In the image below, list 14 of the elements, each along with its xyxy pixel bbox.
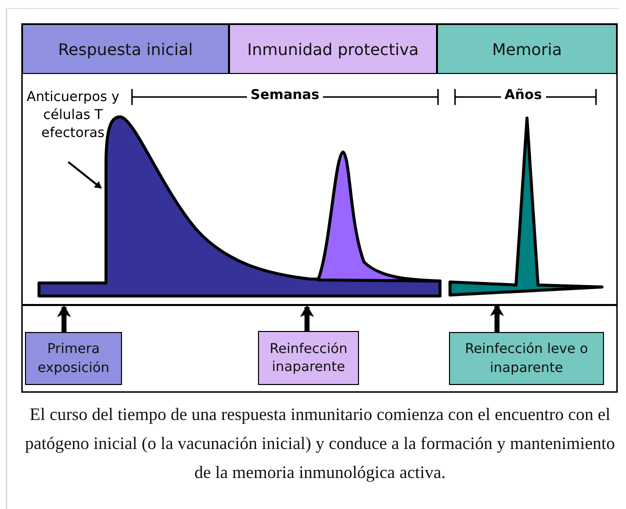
arrow (68, 161, 102, 189)
annotation-text: Anticuerpos y células T efectoras (26, 88, 120, 148)
response-curve (448, 116, 604, 296)
arrow (57, 305, 71, 332)
arrow (490, 304, 504, 332)
phase-header: Respuesta inicial (22, 24, 229, 74)
caption: El curso del tiempo de una respuesta inmunitario comienza con el encuentro con el patógeno inicial (o la vacunación inicial) y conduce a la formación y mantenimiento de la memoria inmunológica activa. (24, 403, 616, 484)
event-box: Reinfección leve o inaparente (449, 332, 604, 385)
response-curve (316, 150, 442, 282)
event-box: Reinfección inaparente (258, 331, 359, 385)
arrow (300, 305, 314, 331)
event-box: Primera exposición (25, 332, 122, 385)
phase-header: Memoria (437, 24, 617, 74)
phase-header: Inmunidad protectiva (229, 24, 437, 74)
